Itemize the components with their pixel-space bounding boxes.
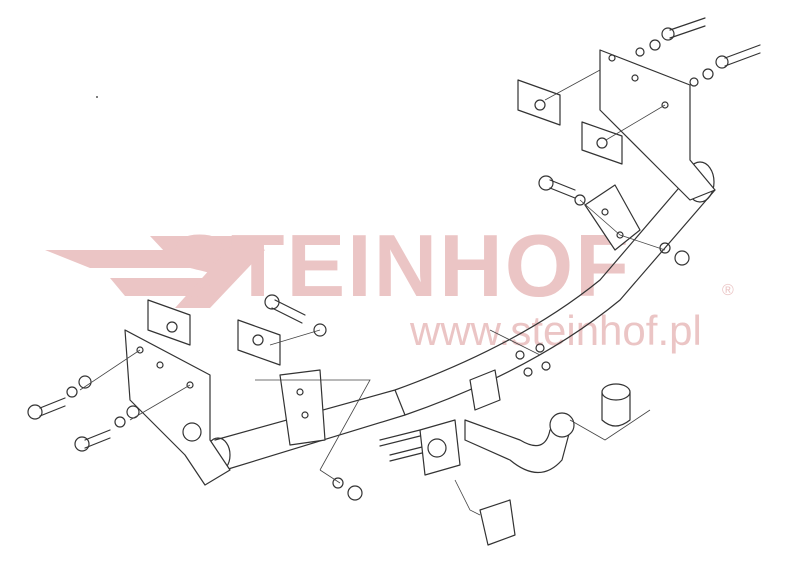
watermark-registered-mark: ® [722,282,734,299]
bolt [635,17,706,57]
crossbar-tube [205,161,716,473]
socket-plate [419,419,461,476]
tow-ball-neck [464,369,575,473]
left-mounting-plate [124,299,281,486]
left-bracket [279,369,326,446]
bolt [689,44,761,87]
right-mounting-plate [517,49,716,201]
bolt [538,175,586,206]
watermark-brand: STEINHOF [170,216,631,315]
bolt [27,375,92,420]
bolt [74,405,140,452]
ball-cover [569,383,651,441]
bolt [264,294,327,337]
watermark-url: www.steinhof.pl [410,307,702,354]
bolts-and-washers [27,17,761,501]
electrical-socket [454,479,516,546]
right-bracket [584,184,641,251]
leader-lines [79,199,666,484]
